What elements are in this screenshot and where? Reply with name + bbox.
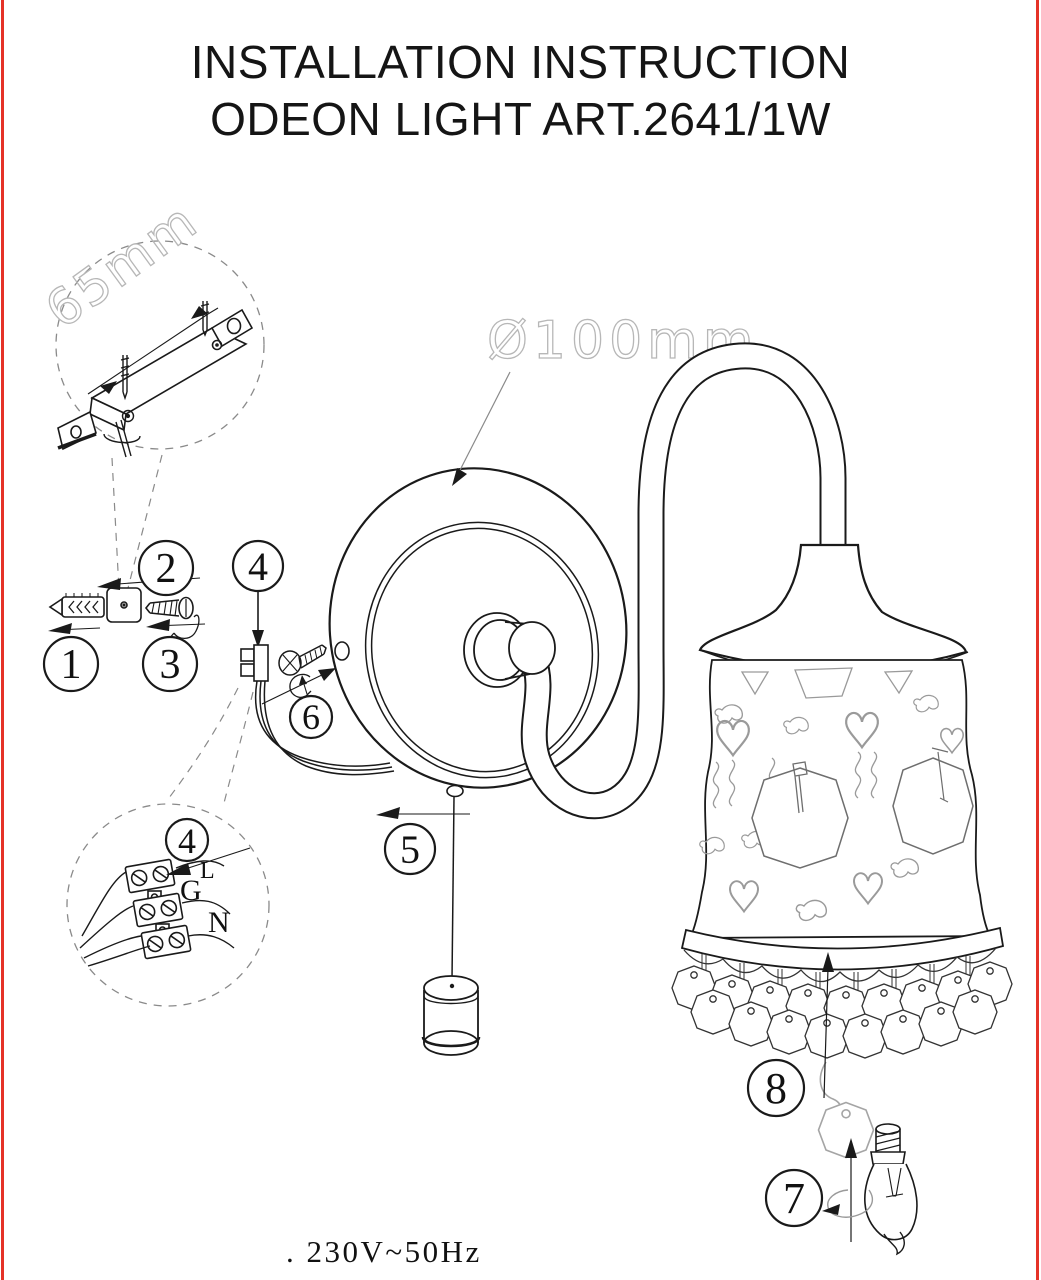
detail-circle-outline-2	[66, 803, 270, 1007]
bracket-dim-arrow	[87, 306, 219, 395]
svg-text:8: 8	[765, 1064, 787, 1113]
dim-65mm-label: 65mm	[35, 191, 209, 340]
detail-wires	[79, 860, 235, 967]
spec-voltage: . 230V~50Hz	[286, 1234, 482, 1269]
svg-text:3: 3	[160, 642, 181, 688]
specifications: . 230V~50Hz . E14 1X Max 40W	[286, 1152, 590, 1280]
title-line2: ODEON LIGHT ART.2641/1W	[210, 93, 831, 145]
pull-cord-hole	[446, 784, 464, 798]
bracket-screws	[120, 301, 210, 401]
supply-wires	[254, 680, 395, 776]
wiring-detail-circle: L G N	[66, 803, 270, 1007]
crystal-pendant-item	[817, 952, 875, 1159]
svg-text:4: 4	[178, 821, 196, 861]
svg-text:7: 7	[783, 1174, 805, 1223]
svg-text:5: 5	[400, 827, 420, 872]
pendant-arrow	[822, 952, 834, 972]
crystal-drops	[671, 961, 1013, 1059]
shade-bottom-ring	[680, 926, 1005, 994]
bracket-center-screw	[103, 409, 141, 458]
page-title: INSTALLATION INSTRUCTION ODEON LIGHT ART…	[0, 34, 1041, 148]
bracket-detail-circle: 65mm	[34, 190, 265, 458]
detail-circle-outline	[55, 240, 265, 450]
svg-text:4: 4	[248, 544, 268, 589]
callout-1: 1	[42, 635, 100, 693]
callout-circles: 1 2 3 4 5 6 4	[42, 539, 824, 1228]
wire-label-ground: G	[180, 874, 202, 907]
title-line1: INSTALLATION INSTRUCTION	[190, 36, 851, 88]
callout-7: 7	[764, 1168, 824, 1228]
wire-label-live: L	[200, 858, 215, 884]
backplate-dimension: Ø100mm	[452, 310, 754, 486]
callout-2: 2	[137, 539, 195, 597]
terminal-strip	[124, 858, 192, 960]
mounting-hole	[334, 641, 350, 661]
screw	[144, 596, 200, 640]
mounting-bracket	[57, 308, 254, 451]
wall-anchor	[48, 593, 105, 618]
shade-windows	[751, 747, 974, 869]
callout-5: 5	[383, 822, 437, 876]
pull-weight	[421, 975, 481, 1056]
svg-text:1: 1	[61, 642, 82, 688]
bell-cap	[698, 543, 968, 671]
callout-4-detail: 4	[164, 817, 210, 863]
lamp-arm	[520, 342, 847, 820]
dim-100mm-arrow	[452, 468, 467, 486]
svg-text:2: 2	[156, 546, 177, 592]
svg-text:6: 6	[302, 697, 320, 737]
callout-8: 8	[746, 1058, 806, 1118]
callout-6: 6	[288, 694, 334, 740]
detail-arrow	[166, 863, 191, 875]
pull-cord-assembly	[376, 796, 481, 1056]
page-border-right	[1036, 0, 1039, 1280]
shade-filigree	[699, 667, 965, 922]
page-border-left	[1, 0, 4, 1280]
wiring-leaders	[165, 687, 254, 804]
rotation-arrow	[822, 1138, 873, 1242]
terminal-block-item	[165, 592, 395, 804]
square-nut	[106, 587, 142, 623]
bulb-item	[822, 1123, 918, 1256]
plate-screw-item	[261, 644, 336, 705]
callout-3: 3	[141, 635, 199, 693]
pendant-crystal	[817, 1101, 875, 1159]
wire-label-neutral: N	[208, 906, 230, 939]
shade-assembly	[671, 543, 1013, 1059]
arm-boss	[463, 612, 556, 688]
callout-4: 4	[231, 539, 285, 593]
bracket-leaders	[111, 454, 163, 593]
bulb	[864, 1123, 918, 1256]
